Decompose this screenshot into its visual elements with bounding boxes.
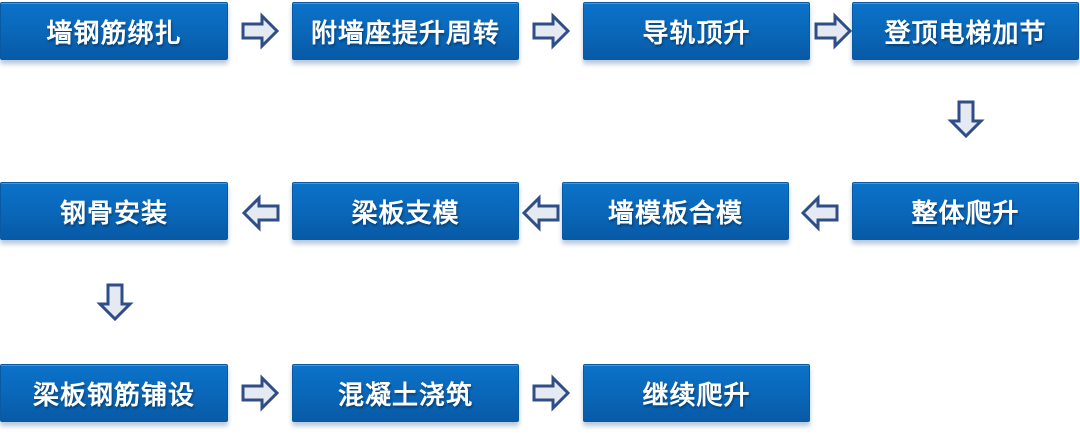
step-label: 整体爬升 bbox=[911, 198, 1020, 229]
arrow-right-icon bbox=[240, 373, 280, 413]
step-guide-rail-jacking: 导轨顶升 bbox=[583, 2, 810, 60]
step-label: 附墙座提升周转 bbox=[310, 18, 500, 49]
step-wall-seat-lifting: 附墙座提升周转 bbox=[292, 2, 519, 60]
step-wall-formwork-closing: 墙模板合模 bbox=[562, 182, 789, 240]
arrow-right-icon bbox=[531, 373, 571, 413]
arrow-right-icon bbox=[813, 11, 853, 51]
arrow-left-icon bbox=[800, 193, 840, 233]
step-continue-climbing: 继续爬升 bbox=[583, 364, 810, 422]
step-label: 导轨顶升 bbox=[642, 18, 751, 49]
step-label: 登顶电梯加节 bbox=[884, 18, 1047, 49]
step-concrete-pouring: 混凝土浇筑 bbox=[292, 364, 519, 422]
step-label: 墙模板合模 bbox=[607, 198, 743, 229]
step-label: 梁板支模 bbox=[351, 198, 460, 229]
arrow-down-icon bbox=[946, 99, 986, 139]
step-wall-rebar-binding: 墙钢筋绑扎 bbox=[0, 2, 228, 60]
step-elevator-extension: 登顶电梯加节 bbox=[852, 2, 1079, 60]
arrow-left-icon bbox=[241, 193, 281, 233]
arrow-right-icon bbox=[531, 11, 571, 51]
step-steel-frame-install: 钢骨安装 bbox=[0, 182, 228, 240]
step-overall-climbing: 整体爬升 bbox=[852, 182, 1079, 240]
arrow-left-icon bbox=[521, 193, 561, 233]
step-beam-slab-formwork: 梁板支模 bbox=[292, 182, 519, 240]
arrow-down-icon bbox=[95, 282, 135, 322]
step-label: 钢骨安装 bbox=[59, 198, 168, 229]
step-label: 梁板钢筋铺设 bbox=[32, 380, 195, 411]
step-beam-slab-rebar: 梁板钢筋铺设 bbox=[0, 364, 228, 422]
step-label: 混凝土浇筑 bbox=[337, 380, 473, 411]
step-label: 继续爬升 bbox=[642, 380, 751, 411]
arrow-right-icon bbox=[240, 11, 280, 51]
step-label: 墙钢筋绑扎 bbox=[46, 18, 182, 49]
